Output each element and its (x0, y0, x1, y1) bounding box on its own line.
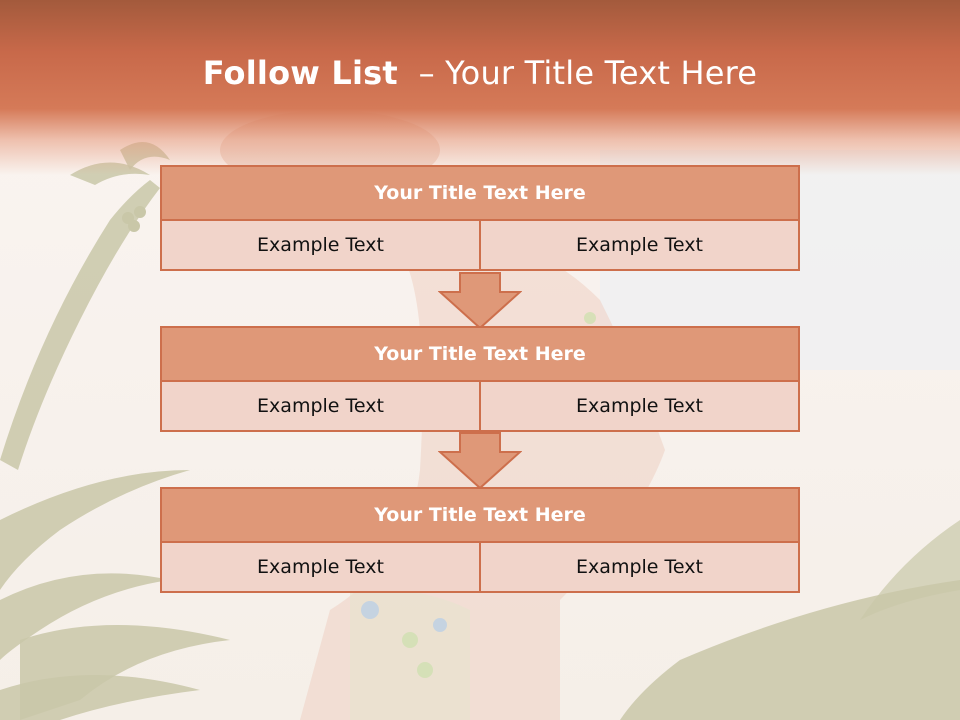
step-block-3: Your Title Text Here Example Text Exampl… (160, 487, 800, 593)
down-arrow-icon (438, 272, 522, 330)
step-title: Your Title Text Here (160, 326, 800, 382)
step-row: Example Text Example Text (160, 543, 800, 593)
step-row: Example Text Example Text (160, 221, 800, 271)
slide-title: Follow List – Your Title Text Here (0, 54, 960, 92)
step-cell-left: Example Text (160, 221, 481, 271)
step-block-2: Your Title Text Here Example Text Exampl… (160, 326, 800, 432)
step-cell-left: Example Text (160, 382, 481, 432)
down-arrow-icon (438, 432, 522, 490)
step-cell-left: Example Text (160, 543, 481, 593)
header-band (0, 0, 960, 175)
title-rest: – Your Title Text Here (397, 54, 758, 92)
step-cell-right: Example Text (481, 221, 800, 271)
step-cell-right: Example Text (481, 382, 800, 432)
title-bold: Follow List (202, 54, 398, 92)
step-row: Example Text Example Text (160, 382, 800, 432)
step-block-1: Your Title Text Here Example Text Exampl… (160, 165, 800, 271)
step-title: Your Title Text Here (160, 165, 800, 221)
step-cell-right: Example Text (481, 543, 800, 593)
step-title: Your Title Text Here (160, 487, 800, 543)
